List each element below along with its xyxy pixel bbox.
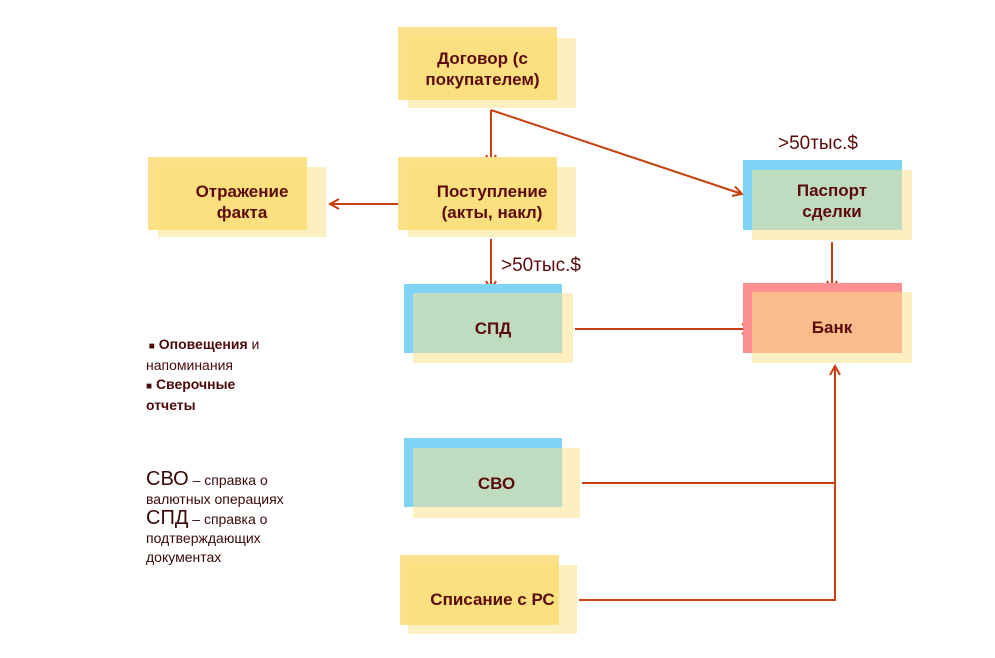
node-overlap [752, 170, 902, 230]
node-svo[interactable]: СВО [404, 438, 581, 519]
label-line-2: (акты, накл) [441, 203, 543, 222]
node-label: Отражение факта [158, 167, 326, 237]
abbr-dash: – справка о [188, 511, 268, 527]
label-line-1: Паспорт [796, 181, 868, 200]
node-bank[interactable]: Банк [743, 283, 913, 364]
abbr-line3: документах [146, 549, 222, 565]
node-label: СПД [474, 318, 512, 338]
node-dogovor[interactable]: Договор (с покупателем) [398, 27, 578, 109]
node-label: СВО [477, 473, 516, 493]
feature-item-bold: отчеты [146, 397, 196, 413]
node-overlap [158, 167, 307, 230]
node-label: Паспорт сделки [752, 170, 912, 232]
threshold-label-spd: >50тыс.$ [501, 255, 581, 276]
label-line-1: Договор (с [437, 49, 528, 68]
node-pasport[interactable]: Паспорт сделки [743, 160, 913, 241]
abbreviation-list: СВО – справка о валютных операциях СПД –… [146, 468, 346, 567]
abbr-term: СПД [146, 507, 189, 529]
node-label: Банк [811, 318, 853, 337]
node-label: Договор (с покупателем) [408, 38, 557, 100]
node-label: Списание с РС [430, 590, 555, 609]
abbreviation-svo: СВО – справка о [146, 468, 346, 490]
threshold-label-pasport: >50тыс.$ [778, 133, 858, 154]
feature-item-rest: и [247, 336, 260, 352]
label-line-2: покупателем) [425, 70, 540, 89]
node-label: Поступление (акты, накл) [408, 167, 576, 237]
label-line-2: сделки [802, 202, 862, 221]
node-overlap [752, 292, 902, 353]
abbr-dash: – справка о [188, 472, 268, 488]
label-line-1: Поступление [436, 182, 548, 201]
feature-list: ■ Оповещения и напоминания ■ Сверочные о… [146, 335, 326, 415]
node-spisanie[interactable]: Списание с РС [400, 555, 578, 635]
arrow-dogovor-to-pasport [490, 109, 742, 194]
node-overlap [413, 448, 562, 507]
node-overlap [408, 565, 559, 625]
abbr-term: СВО [146, 468, 189, 490]
feature-item-line2: напоминания [146, 357, 233, 373]
arrow-spisanie-to-bank [579, 366, 835, 601]
abbr-line2: валютных операциях [146, 491, 284, 507]
bullet-icon: ■ [148, 341, 155, 352]
abbreviation-spd: СПД – справка о [146, 507, 346, 529]
abbr-line2: подтверждающих [146, 530, 261, 546]
node-postuplenie[interactable]: Поступление (акты, накл) [398, 157, 578, 239]
bullet-icon: ■ [146, 381, 153, 392]
feature-item-line2: отчеты [146, 396, 326, 415]
label-line-2: факта [216, 203, 268, 222]
node-otrazhenie[interactable]: Отражение факта [148, 157, 328, 239]
label-line-1: Отражение [195, 182, 289, 201]
feature-item-reconciliation: ■ Сверочные [146, 375, 326, 396]
feature-item-bold: Оповещения [158, 336, 248, 352]
node-overlap [408, 38, 557, 100]
node-overlap [413, 293, 562, 353]
node-spd[interactable]: СПД [404, 284, 574, 364]
feature-item-notifications: ■ Оповещения и [146, 335, 326, 356]
node-overlap [408, 167, 557, 230]
feature-item-bold: Сверочные [155, 376, 236, 392]
